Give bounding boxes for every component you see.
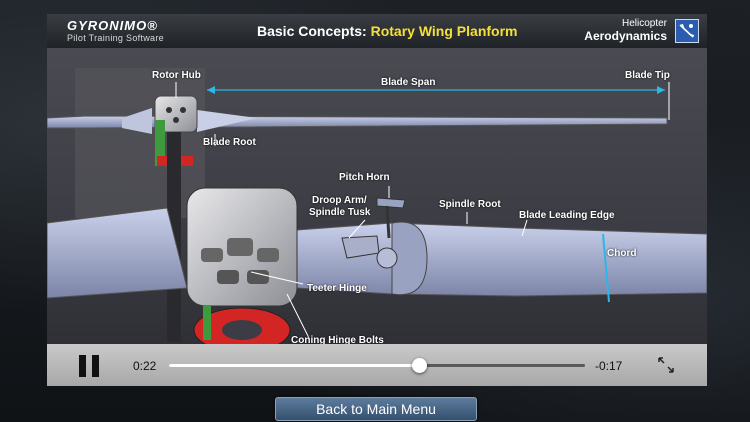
- label-droop-arm: Droop Arm/: [312, 195, 367, 206]
- pause-icon-bar: [79, 355, 86, 377]
- aircraft-icon: [675, 19, 699, 43]
- label-blade-leading-edge: Blade Leading Edge: [519, 210, 615, 221]
- brand-logo: GYRONIMO® Pilot Training Software: [67, 18, 164, 43]
- pause-button[interactable]: [79, 355, 99, 377]
- label-blade-span: Blade Span: [381, 77, 436, 88]
- topic-label: Helicopter Aerodynamics: [584, 18, 667, 43]
- label-chord: Chord: [607, 248, 637, 259]
- label-coning-hinge-bolts: Coning Hinge Bolts: [291, 335, 384, 344]
- brand-name: GYRONIMO®: [67, 18, 158, 33]
- app-header: GYRONIMO® Pilot Training Software Basic …: [47, 14, 707, 49]
- label-teeter-hinge: Teeter Hinge: [307, 283, 367, 294]
- label-blade-root: Blade Root: [203, 137, 256, 148]
- label-rotor-hub: Rotor Hub: [152, 70, 201, 81]
- fullscreen-button[interactable]: [657, 356, 675, 374]
- remaining-time: -0:17: [595, 359, 623, 373]
- label-blade-tip: Blade Tip: [625, 70, 670, 81]
- progress-fill: [169, 364, 419, 367]
- page-title: Basic Concepts: Rotary Wing Planform: [257, 23, 557, 39]
- scrubber-thumb[interactable]: [411, 358, 427, 373]
- label-spindle-root: Spindle Root: [439, 199, 501, 210]
- topic-line-2: Aerodynamics: [584, 29, 667, 43]
- brand-subtitle: Pilot Training Software: [67, 33, 164, 43]
- video-player[interactable]: Rotor Hub Blade Span Blade Tip Blade Roo…: [47, 48, 707, 344]
- elapsed-time: 0:22: [133, 359, 157, 373]
- topic-line-1: Helicopter: [621, 18, 667, 29]
- progress-scrubber[interactable]: [169, 358, 585, 373]
- expand-icon: [658, 357, 674, 373]
- pause-icon-bar: [92, 355, 99, 377]
- label-spindle-tusk: Spindle Tusk: [309, 207, 371, 218]
- title-prefix: Basic Concepts:: [257, 23, 371, 39]
- label-pitch-horn: Pitch Horn: [339, 172, 390, 183]
- title-highlight: Rotary Wing Planform: [370, 23, 518, 39]
- back-to-main-menu-button[interactable]: Back to Main Menu: [275, 397, 477, 421]
- rotor-diagram: [47, 68, 707, 344]
- player-controls: 0:22 -0:17: [47, 344, 707, 386]
